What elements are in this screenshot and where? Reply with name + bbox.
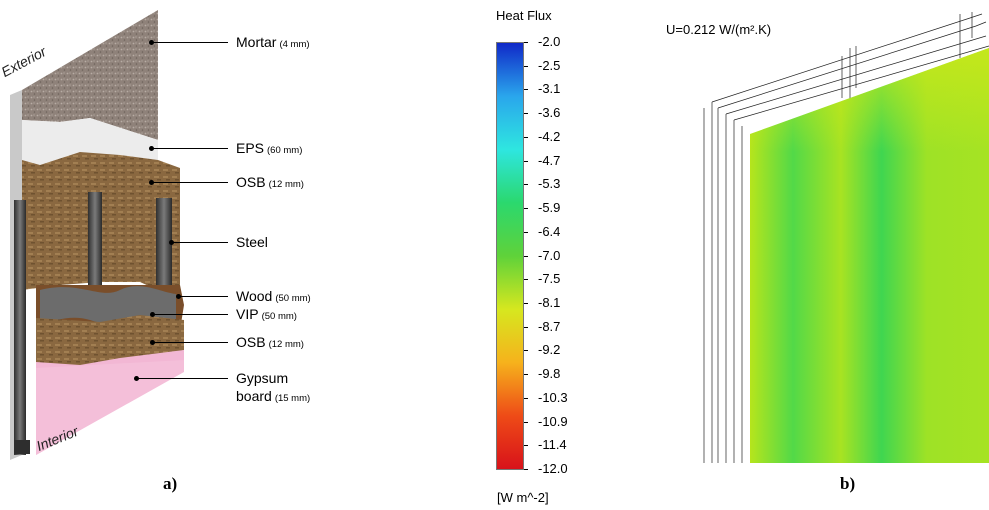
colorbar-tick bbox=[524, 302, 528, 304]
colorbar-unit: [W m^-2] bbox=[497, 490, 549, 505]
colorbar-tick bbox=[524, 279, 528, 281]
colorbar-tick-label: -11.4 bbox=[538, 437, 567, 453]
panel-b-tag: b) bbox=[840, 474, 856, 493]
mortar-layer bbox=[22, 10, 158, 140]
colorbar-gradient bbox=[496, 42, 524, 470]
colorbar-title: Heat Flux bbox=[496, 8, 552, 23]
colorbar-tick bbox=[524, 350, 528, 352]
colorbar-tick-label: -7.5 bbox=[538, 271, 561, 287]
layer-label-osb-outer: OSB(12 mm) bbox=[236, 174, 304, 190]
eps-layer bbox=[22, 118, 158, 165]
colorbar-tick-label: -5.3 bbox=[538, 176, 561, 192]
heat-flux-field-view bbox=[703, 12, 989, 463]
vip-layer bbox=[40, 286, 176, 325]
layer-label-eps: EPS(60 mm) bbox=[236, 140, 303, 156]
layer-label-gypsum-board: board(15 mm) bbox=[236, 388, 311, 404]
u-value-label: U=0.212 W/(m².K) bbox=[666, 22, 772, 37]
colorbar-tick bbox=[524, 65, 528, 67]
colorbar-tick bbox=[524, 326, 528, 328]
colorbar-tick-label: -5.9 bbox=[538, 200, 561, 216]
colorbar-tick bbox=[524, 374, 528, 376]
colorbar-tick bbox=[524, 42, 528, 43]
colorbar-tick bbox=[524, 397, 528, 399]
layer-label-mortar: Mortar(4 mm) bbox=[236, 34, 310, 50]
colorbar-tick-label: -6.4 bbox=[538, 223, 561, 239]
colorbar-tick-label: -3.1 bbox=[538, 81, 561, 97]
layer-label-vip: VIP(50 mm) bbox=[236, 306, 297, 322]
colorbar-tick bbox=[524, 184, 528, 186]
layer-label-osb-inner: OSB(12 mm) bbox=[236, 334, 304, 350]
colorbar-tick-label: -2.5 bbox=[538, 57, 561, 73]
colorbar-tick-label: -2.0 bbox=[538, 34, 561, 49]
colorbar-tick bbox=[524, 160, 528, 162]
colorbar-tick-label: -10.3 bbox=[538, 389, 568, 405]
colorbar-tick bbox=[524, 421, 528, 423]
colorbar-tick bbox=[524, 113, 528, 115]
colorbar-tick bbox=[524, 469, 528, 470]
steel-stud-2 bbox=[88, 192, 102, 312]
colorbar-tick bbox=[524, 445, 528, 447]
colorbar-tick-label: -10.9 bbox=[538, 413, 568, 429]
colorbar-tick-label: -8.1 bbox=[538, 294, 561, 310]
colorbar-tick bbox=[524, 231, 528, 233]
colorbar-tick-label: -4.2 bbox=[538, 128, 561, 144]
steel-stud-3 bbox=[156, 198, 172, 308]
layer-label-wood: Wood(50 mm) bbox=[236, 288, 311, 304]
colorbar-tick-label: -12.0 bbox=[538, 461, 568, 476]
colorbar-tick-label: -7.0 bbox=[538, 247, 561, 263]
colorbar-tick bbox=[524, 136, 528, 138]
colorbar-tick bbox=[524, 89, 528, 91]
steel-stud-1 bbox=[14, 200, 26, 455]
colorbar-tick-label: -8.7 bbox=[538, 318, 561, 334]
colorbar-tick-label: -9.8 bbox=[538, 366, 561, 382]
layer-label-steel: Steel bbox=[236, 234, 268, 250]
wall-section-illustration bbox=[10, 10, 184, 460]
colorbar-tick-label: -4.7 bbox=[538, 152, 561, 168]
layer-label-gypsum: Gypsum bbox=[236, 370, 289, 386]
colorbar-tick bbox=[524, 208, 528, 210]
colorbar-tick-label: -3.6 bbox=[538, 105, 561, 121]
colorbar-tick-label: -9.2 bbox=[538, 342, 561, 358]
colorbar-tick bbox=[524, 255, 528, 257]
panel-a-tag: a) bbox=[163, 474, 178, 493]
